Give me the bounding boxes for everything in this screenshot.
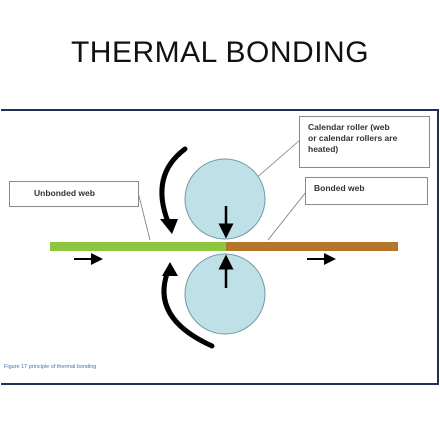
calendar-roller-leader-line: [253, 139, 301, 181]
lower-roller-rotation-arrow: [161, 268, 215, 349]
bonded-web-label: Bonded web: [305, 177, 428, 205]
unbonded-web-leader-line: [137, 191, 151, 241]
slide-title: THERMAL BONDING: [70, 36, 370, 69]
unbonded-web-bar: [50, 242, 226, 251]
upper-roller-rotation-arrow: [159, 146, 188, 225]
calendar-roller-label: Calendar roller (web or calendar rollers…: [299, 116, 430, 168]
lower-calendar-roller: [184, 253, 266, 335]
bonded-web-leader-line: [267, 191, 307, 241]
bonded-web-bar: [226, 242, 398, 251]
lower-roller-rotation-arrowhead: [162, 262, 178, 276]
figure-caption: Figure 17 principle of thermal bonding: [4, 364, 97, 370]
upper-roller-rotation-arrowhead: [160, 219, 178, 234]
unbonded-web-label: Unbonded web: [9, 181, 139, 207]
upper-calendar-roller: [184, 158, 266, 240]
